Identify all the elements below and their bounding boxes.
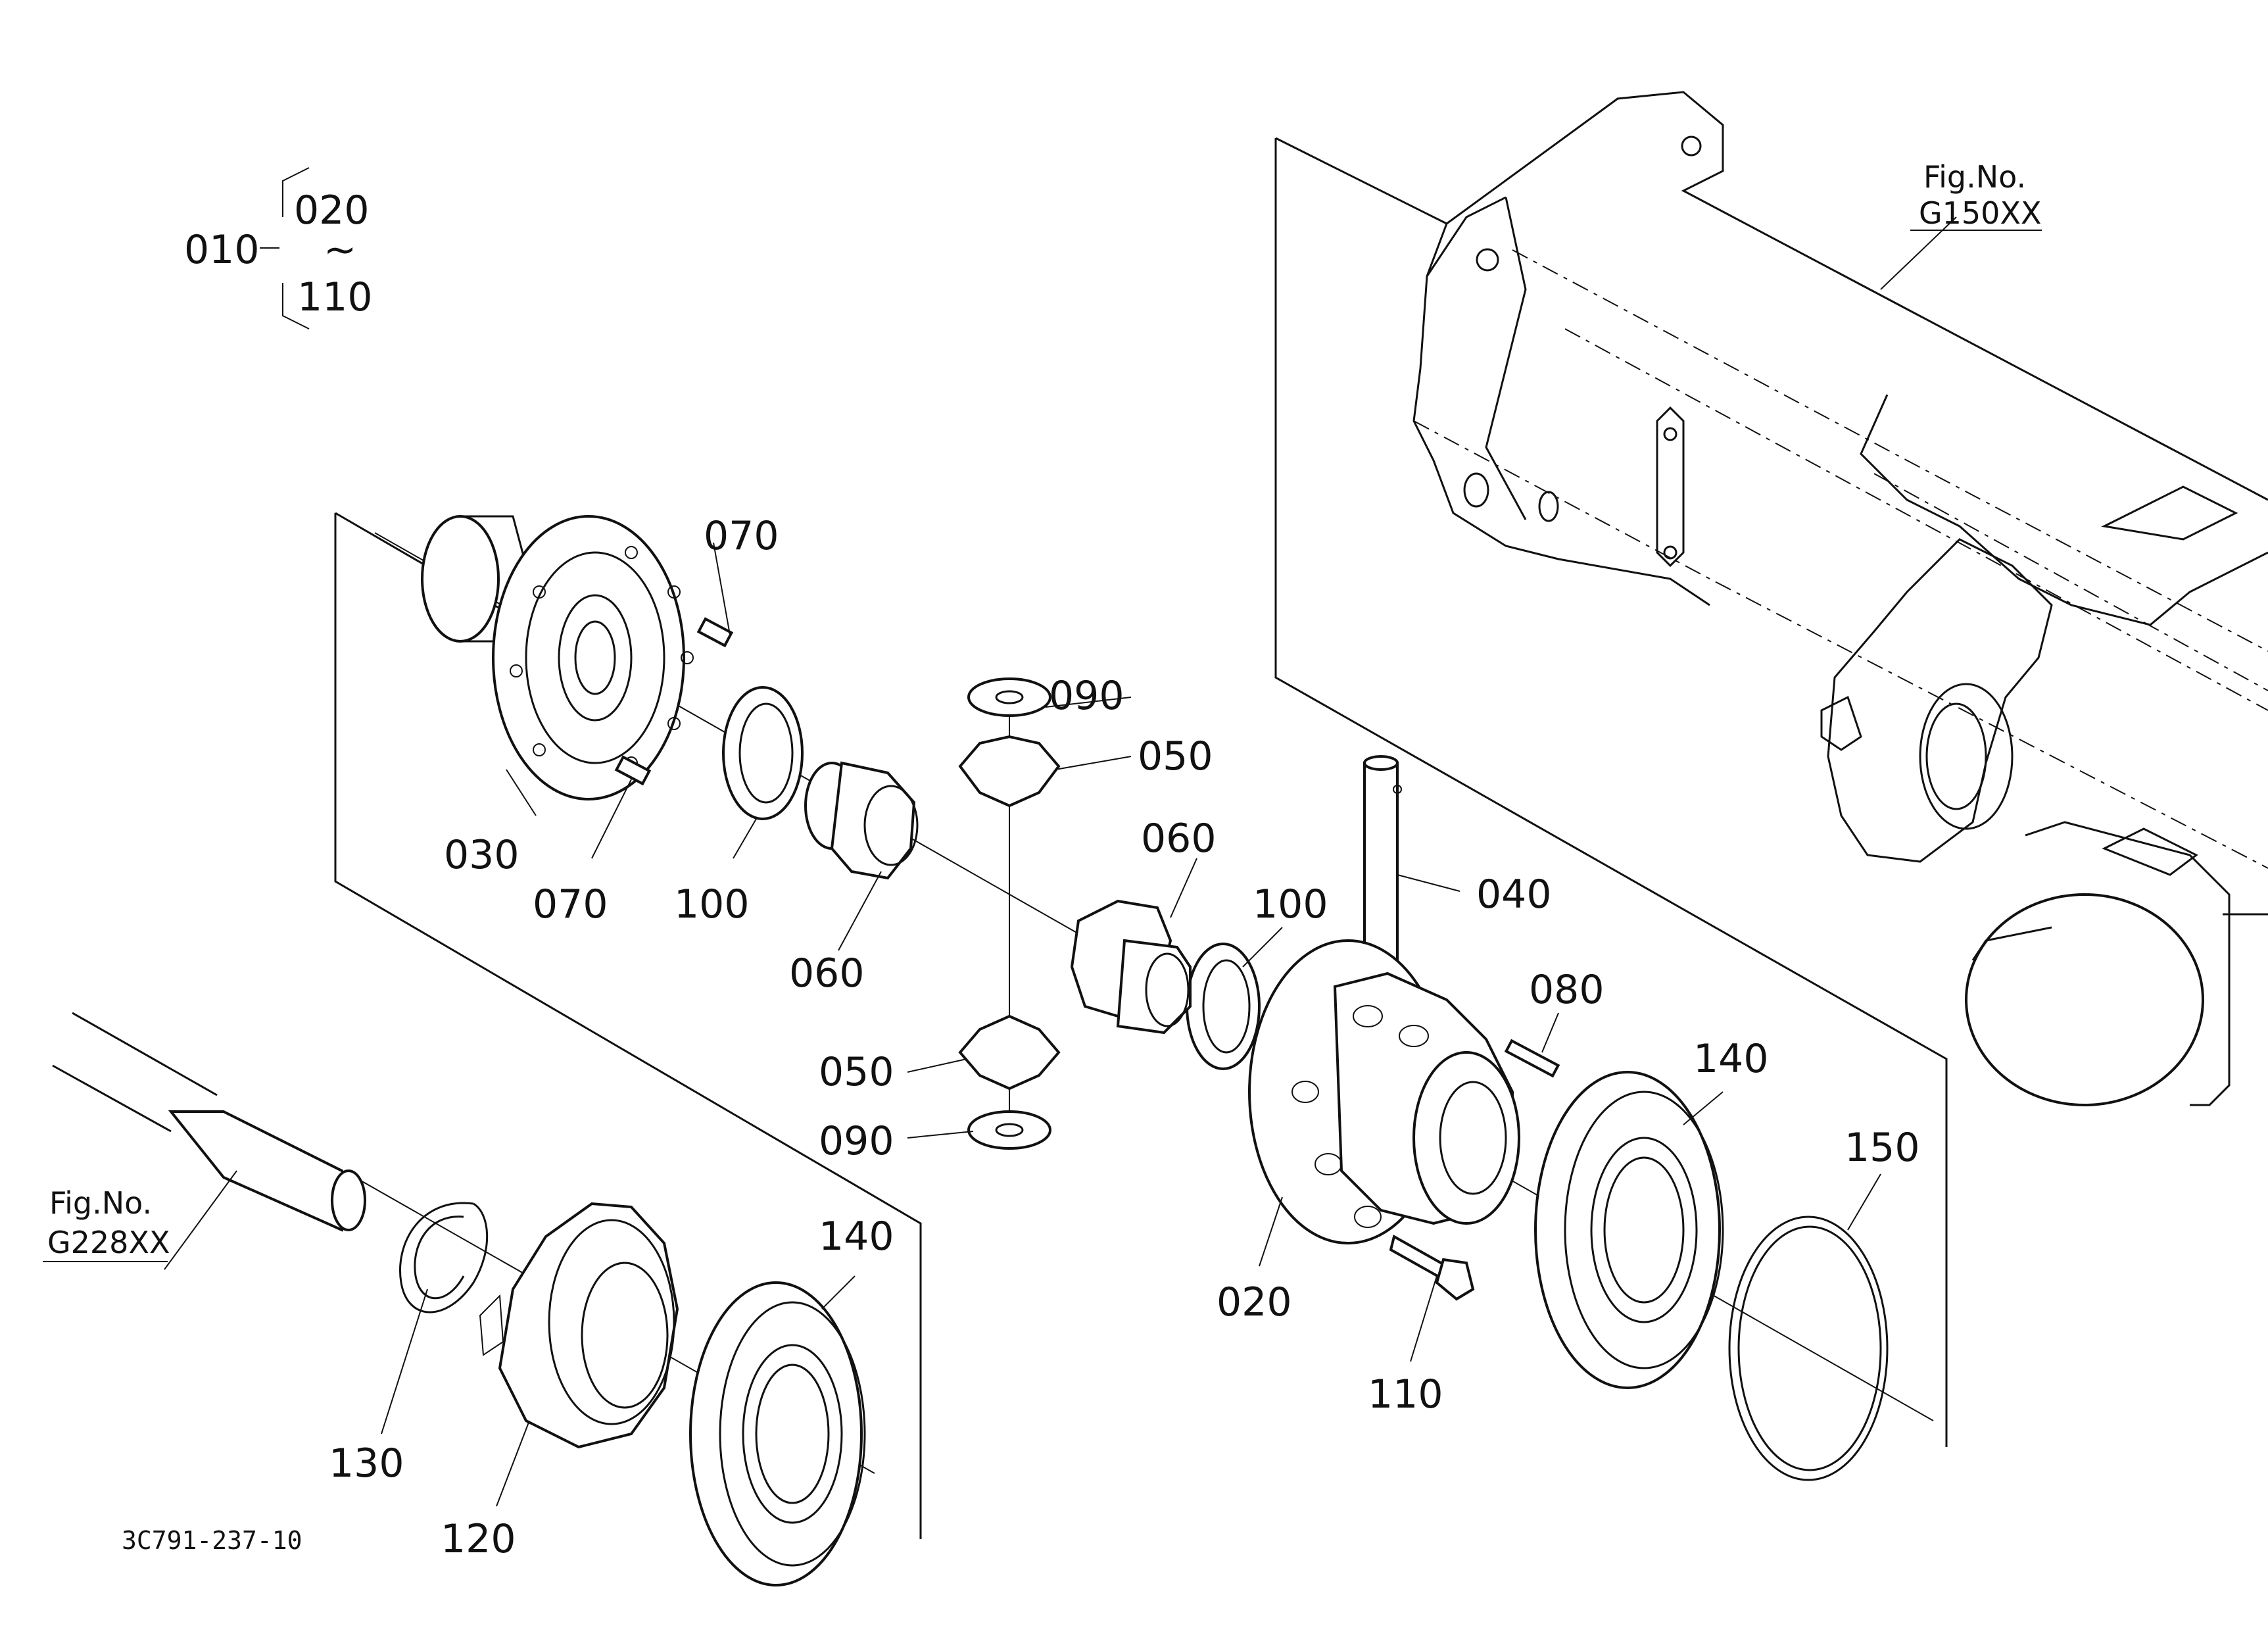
label-110: 110 xyxy=(1368,1371,1443,1417)
group-bracket xyxy=(260,167,310,330)
label-050-upper: 050 xyxy=(1138,733,1213,779)
part-140-bearing-left xyxy=(689,1281,866,1586)
label-090-lower: 090 xyxy=(819,1118,894,1164)
part-090-washer-lower xyxy=(967,1110,1051,1150)
part-080-spring-pin xyxy=(1504,1039,1560,1078)
label-150: 150 xyxy=(1845,1125,1920,1171)
fig-ref-axle: Fig.No. G228XX xyxy=(43,1185,170,1262)
fig-ref-axle-caption: Fig.No. xyxy=(49,1185,152,1221)
label-group-from: 020 xyxy=(294,187,370,234)
label-070-upper: 070 xyxy=(704,513,779,559)
part-050-pinion-upper xyxy=(958,735,1061,808)
label-130: 130 xyxy=(329,1440,404,1487)
part-070-pin-upper xyxy=(696,617,734,648)
part-090-washer-upper xyxy=(967,677,1051,717)
fig-ref-housing-caption: Fig.No. xyxy=(1923,159,2026,195)
part-070-pin-lower xyxy=(614,755,652,786)
label-080: 080 xyxy=(1529,967,1604,1013)
part-030-flange xyxy=(421,515,694,800)
part-140-bearing-right xyxy=(1534,1071,1724,1389)
label-100-right: 100 xyxy=(1253,881,1328,927)
label-020: 020 xyxy=(1217,1279,1292,1325)
fig-ref-axle-code: G228XX xyxy=(47,1225,170,1260)
part-100-washer-left xyxy=(722,686,804,820)
part-050-pinion-lower xyxy=(958,1014,1061,1091)
label-assembly: 010 xyxy=(184,227,260,273)
label-030: 030 xyxy=(444,832,519,878)
part-150-o-ring xyxy=(1728,1216,1889,1481)
part-100-washer-right xyxy=(1186,943,1261,1070)
axle-shaft xyxy=(52,1012,366,1232)
leader-lines xyxy=(164,216,1957,1507)
label-050-lower: 050 xyxy=(819,1049,894,1095)
label-group-tilde: ~ xyxy=(324,227,356,273)
label-140-left: 140 xyxy=(819,1214,894,1260)
label-100-left: 100 xyxy=(674,881,750,927)
label-040: 040 xyxy=(1476,872,1552,918)
part-120-ring-gear xyxy=(479,1202,679,1449)
part-110-bolt xyxy=(1389,1234,1475,1301)
label-060-left: 060 xyxy=(789,950,865,996)
label-140-right: 140 xyxy=(1693,1036,1769,1082)
part-060-side-gear-right xyxy=(1070,899,1192,1035)
label-group-to: 110 xyxy=(297,274,373,320)
part-130-snap-ring xyxy=(399,1202,489,1314)
axle-housing xyxy=(1412,91,2268,1106)
part-060-side-gear-left xyxy=(804,761,919,880)
label-060-right: 060 xyxy=(1141,816,1217,862)
label-090-upper: 090 xyxy=(1049,673,1124,719)
fig-ref-housing-code: G150XX xyxy=(1919,195,2041,231)
part-020-differential-case xyxy=(1248,939,1520,1244)
label-120: 120 xyxy=(441,1516,516,1562)
drawing-code: 3C791-237-10 xyxy=(122,1526,302,1555)
right-assembly-frame xyxy=(1274,137,1948,1447)
fig-ref-housing: Fig.No. G150XX xyxy=(1910,159,2042,231)
label-070-lower: 070 xyxy=(533,881,608,927)
